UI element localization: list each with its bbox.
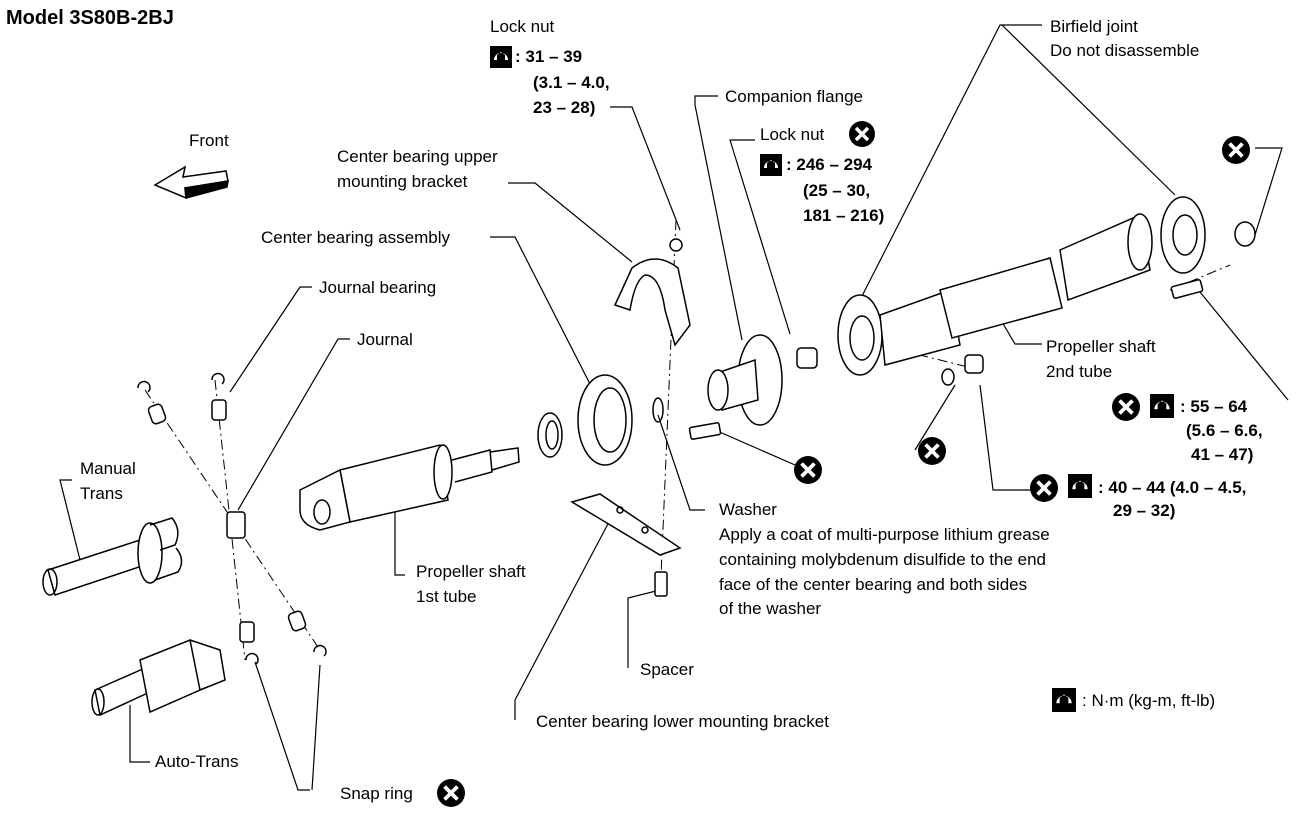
journal-bearing-label: Journal bearing (319, 278, 437, 297)
spacer-label: Spacer (640, 660, 694, 679)
do-not-reuse-x-icon (1030, 474, 1058, 502)
cb-upper-bracket-label-2: mounting bracket (337, 172, 468, 191)
page-title: Model 3S80B-2BJ (6, 7, 174, 29)
leader-lines (59, 24, 1289, 791)
manual-trans-label-1: Manual (80, 459, 136, 478)
cb-upper-bracket-label-1: Center bearing upper (337, 147, 498, 166)
center-bearing-parts (537, 374, 664, 466)
front-arrow (153, 165, 229, 200)
lock-nut-mid-label: Lock nut (760, 125, 825, 144)
torque-wrench-icon (490, 46, 512, 68)
snap-ring-label: Snap ring (340, 784, 413, 803)
torque-40-2: 29 – 32) (1113, 501, 1176, 520)
washer-note-1: Apply a coat of multi-purpose lithium gr… (719, 525, 1050, 544)
lock-nut-upper-torque-2: (3.1 – 4.0, (533, 73, 610, 92)
torque-55-2: (5.6 – 6.6, (1186, 421, 1263, 440)
birfield-joint-label: Birfield joint (1050, 17, 1138, 36)
journal-label: Journal (357, 330, 413, 349)
do-not-reuse-x-icon (437, 779, 465, 807)
washer-note-3: face of the center bearing and both side… (719, 575, 1028, 594)
companion-flange-label: Companion flange (725, 87, 863, 106)
manual-trans-yoke (42, 517, 183, 596)
journal-cluster (137, 372, 327, 665)
do-not-reuse-x-icon (1112, 393, 1140, 421)
front-label: Front (189, 131, 229, 150)
do-not-reuse-x-icon (849, 121, 875, 147)
prop-shaft-2nd-label-1: Propeller shaft (1046, 337, 1156, 356)
washer-note-2: containing molybdenum disulfide to the e… (719, 550, 1046, 569)
manual-trans-label-2: Trans (80, 484, 123, 503)
do-not-reuse-x-icon (1222, 136, 1250, 164)
washer-note-4: of the washer (719, 599, 822, 618)
prop-shaft-1st-label-2: 1st tube (416, 587, 477, 606)
torque-wrench-icon (1052, 688, 1076, 712)
torque-55-3: 41 – 47) (1191, 445, 1254, 464)
torque-wrench-icon (1068, 474, 1092, 498)
lock-nut-upper-torque-3: 23 – 28) (533, 98, 596, 117)
units-legend: : N·m (kg-m, ft-lb) (1082, 691, 1216, 710)
center-bearing-assembly-label: Center bearing assembly (261, 228, 450, 247)
companion-flange (688, 334, 818, 440)
lock-nut-mid-torque-3: 181 – 216) (803, 206, 885, 225)
lock-nut-mid-torque-2: (25 – 30, (803, 181, 871, 200)
lock-nut-upper-label: Lock nut (490, 17, 555, 36)
lower-bracket (570, 493, 682, 597)
torque-wrench-icon (760, 154, 782, 176)
torque-55-1: : 55 – 64 (1180, 397, 1248, 416)
torque-40-1: : 40 – 44 (4.0 – 4.5, (1098, 478, 1247, 497)
torque-wrench-icon (1150, 394, 1174, 418)
lock-nut-upper-torque-1: : 31 – 39 (515, 47, 583, 66)
do-not-reuse-x-icon (794, 456, 822, 484)
cb-lower-bracket-label: Center bearing lower mounting bracket (536, 712, 829, 731)
auto-trans-label: Auto-Trans (155, 752, 239, 771)
auto-trans-yoke (91, 638, 226, 717)
prop-shaft-2nd-label-2: 2nd tube (1046, 362, 1113, 381)
lock-nut-mid-torque-1: : 246 – 294 (786, 155, 873, 174)
propeller-shaft-2nd-tube (837, 196, 1256, 386)
upper-bracket (613, 238, 691, 347)
propeller-shaft-1st-tube (299, 444, 520, 531)
prop-shaft-1st-label-1: Propeller shaft (416, 562, 526, 581)
birfield-joint-note: Do not disassemble (1050, 41, 1200, 60)
do-not-reuse-x-icon (918, 437, 946, 465)
washer-label: Washer (719, 500, 777, 519)
